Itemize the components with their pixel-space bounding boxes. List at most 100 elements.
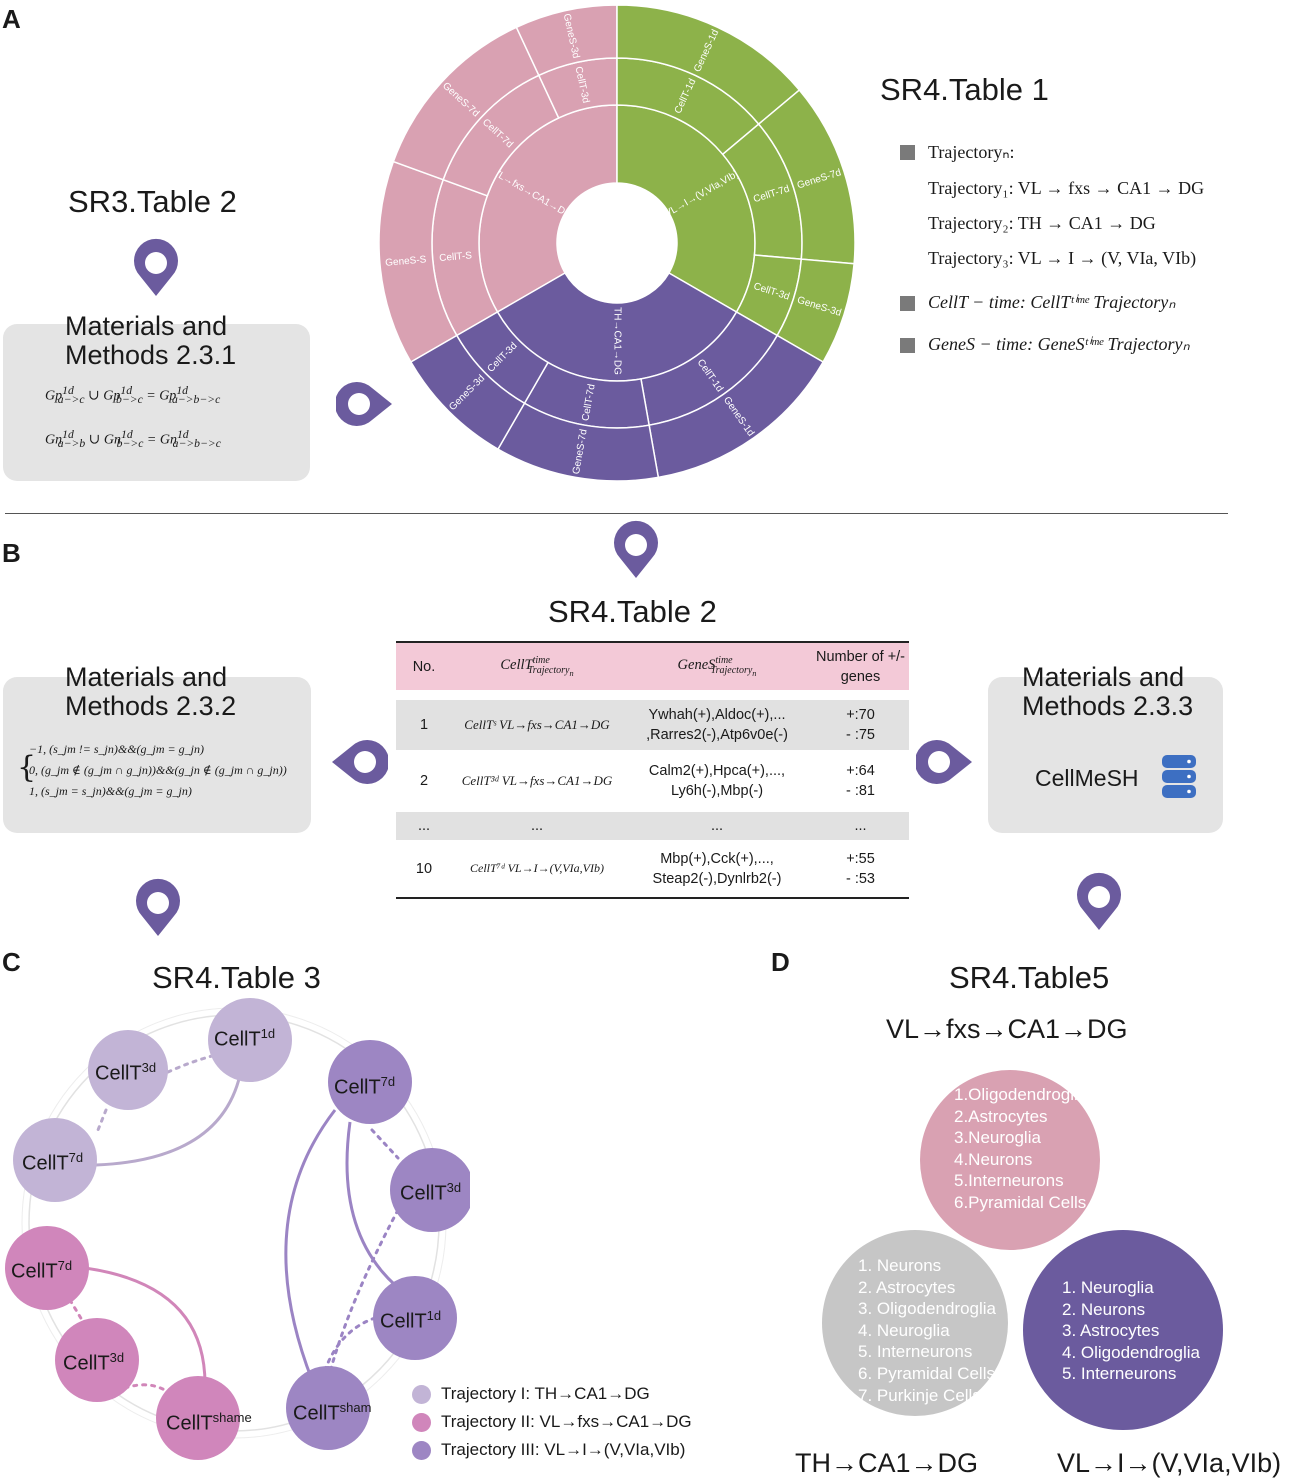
sr4-table3-title: SR4.Table 3 [152, 960, 321, 995]
piecewise-brace: { [17, 750, 37, 785]
row-count-line: - :75 [845, 727, 875, 743]
equation-gp: Gp1da−>c ∪ Gp1db−>c = Gp1da−>b−>c [45, 384, 221, 407]
node-label: CellT3d [63, 1350, 124, 1376]
venn-bottom-left-label: TH→CA1→DG [795, 1448, 979, 1478]
row-count-line: - :81 [845, 783, 875, 799]
sr4-table2: No. CellTtimeTrajectoryn GeneStimeTrajec… [396, 641, 909, 899]
node-label: CellT1d [214, 1026, 275, 1052]
legend-swatch [412, 1412, 431, 1432]
list-item: 7. Purkinje Cells [858, 1385, 981, 1405]
node-label: CellT7d [11, 1258, 72, 1284]
row-count: ... [854, 818, 867, 834]
header-number: Number of +/- genes [815, 648, 906, 685]
location-pin-icon [1077, 872, 1121, 930]
row-genes: Ywhah(+),Aldoc(+),... ,Rarres2(-),Atp6v0e… [622, 700, 812, 750]
legend-label: Trajectory III: VL→I→(V,VIa,VIb) [441, 1440, 686, 1459]
node-name: CellT [293, 1402, 340, 1425]
piecewise-case: 1, (s_jm = s_jn)&&(g_jm = g_jn) [29, 784, 192, 798]
piecewise-case: −1, (s_jm != s_jn)&&(g_jm = g_jn) [29, 742, 204, 756]
legend-swatch [412, 1440, 431, 1460]
node-label: CellT1d [380, 1308, 441, 1334]
equation-gn: Gn1da−>b ∪ Gn1db−>c = Gn1da−>b−>c [45, 428, 221, 451]
piecewise-equation: −1, (s_jm != s_jn)&&(g_jm = g_jn) 0, (g_… [29, 739, 287, 802]
network-graph [5, 998, 470, 1460]
row-genes: Mbp(+),Cck(+),...,Steap2(-),Dynlrb2(-) [622, 840, 812, 898]
purple-inner-label: TH→CA1→DG [611, 307, 622, 375]
sr4-table5-title: SR4.Table5 [949, 960, 1110, 995]
mm-title-232: Materials and Methods 2.3.2 [65, 662, 237, 721]
materials-methods-box-231: Materials and Methods 2.3.1 Gp1da−>c ∪ G… [3, 312, 310, 481]
node-name: CellT [11, 1260, 58, 1283]
pink-cell-list: 1.Oligodendroglia 2.Astrocytes 3.Neurogl… [954, 1084, 1087, 1214]
panel-label-d: D [771, 947, 790, 977]
header-cellt: CellTtimeTrajectoryn [500, 655, 574, 678]
pink-cellt-label: CellT-S [439, 250, 473, 264]
list-item: 6.Pyramidal Cells [954, 1192, 1087, 1212]
table-row: 1 CellTˢ VL→fxs→CA1→DG Ywhah(+),Aldoc(+)… [396, 700, 909, 750]
purple-genes-segment [409, 334, 526, 451]
sr3-table2-title: SR3.Table 2 [68, 184, 237, 219]
list-item: 1.Oligodendroglia [954, 1085, 1088, 1104]
row-genes-line: Mbp(+),Cck(+),..., [660, 850, 774, 867]
cellmesh-label: CellMeSH [1035, 765, 1139, 791]
gray-cell-list: 1. Neurons 2. Astrocytes 3. Oligodendrog… [858, 1255, 996, 1406]
table-row: ... ... ... ... [396, 812, 909, 840]
legend-swatch [412, 1384, 431, 1404]
panel-label-c: C [2, 947, 21, 977]
node-label: CellTshame [166, 1410, 252, 1436]
mm-title-233: Materials and Methods 2.3.3 [1022, 662, 1194, 721]
row-count: +:70- :75 [812, 700, 909, 750]
node-sup: 3d [141, 1060, 157, 1075]
node-label: CellT7d [22, 1150, 83, 1176]
trajectory-2: Trajectory₂: TH → CA1 → DG [928, 213, 1156, 233]
row-cell: CellTˢ VL→fxs→CA1→DG [464, 717, 610, 732]
piecewise-case: 0, (g_jm ∉ (g_jm ∩ g_jn))&&(g_jn ∉ (g_jm… [29, 763, 287, 777]
legend-trajectory-3: Trajectory III: VL→I→(V,VIa,VIb) [412, 1440, 685, 1460]
materials-methods-box-233: Materials and Methods 2.3.3 CellMeSH [988, 663, 1223, 833]
legend-trajectory-1: Trajectory I: TH→CA1→DG [412, 1384, 650, 1404]
bullet-cellt-time [900, 296, 915, 316]
row-genes: Calm2(+),Hpca(+),...,Ly6h(-),Mbp(-) [622, 750, 812, 812]
list-item: 2. Neurons [1062, 1299, 1146, 1319]
list-item: 3. Astrocytes [1062, 1321, 1160, 1341]
location-pin-icon [336, 382, 392, 426]
header-genes: GeneStimeTrajectoryn [677, 655, 757, 678]
genes-time: GeneS − time: GeneSᵗⁱᵐᵉ Trajectoryₙ [928, 334, 1190, 354]
node-name: CellT [63, 1352, 110, 1375]
row-no: 1 [419, 717, 429, 733]
trajectory-1: Trajectory₁: VL → fxs → CA1 → DG [928, 178, 1205, 198]
node-sup: 3d [446, 1180, 462, 1195]
node-label: CellT3d [400, 1180, 461, 1206]
row-cell: CellT³ᵈ VL→fxs→CA1→DG [461, 773, 613, 788]
row-cell: CellT⁷ᵈ VL→I→(V,VIa,VIb) [470, 861, 604, 875]
database-icon [1162, 755, 1196, 798]
node-sup: 3d [109, 1350, 125, 1365]
row-count-line: +:55 [846, 850, 875, 867]
purple-cell-list: 1. Neuroglia 2. Neurons 3. Astrocytes 4.… [1062, 1277, 1200, 1385]
row-genes-line: ,Rarres2(-),Atp6v0e(-) [646, 727, 788, 743]
panel-label-a: A [2, 4, 21, 34]
cellt-time: CellT − time: CellTᵗⁱᵐᵉ Trajectoryₙ [928, 292, 1176, 312]
section-divider [5, 513, 1228, 514]
location-pin-icon [614, 520, 658, 578]
sr4-table1-title: SR4.Table 1 [880, 72, 1049, 107]
legend-label: Trajectory I: TH→CA1→DG [441, 1384, 650, 1403]
node-sup: 1d [260, 1026, 276, 1041]
node-name: CellT [214, 1028, 261, 1051]
bullet-genes-time [900, 338, 915, 358]
legend-label: Trajectory II: VL→fxs→CA1→DG [441, 1412, 692, 1431]
table-row: 2 CellT³ᵈ VL→fxs→CA1→DG Calm2(+),Hpca(+)… [396, 750, 909, 812]
location-pin-icon [134, 238, 178, 296]
row-genes: ... [710, 818, 724, 834]
list-item: 1. Neuroglia [1062, 1278, 1154, 1297]
node-name: CellT [334, 1076, 381, 1099]
list-item: 2.Astrocytes [954, 1106, 1048, 1126]
row-cell: ... [530, 818, 544, 834]
location-pin-icon [136, 878, 180, 936]
row-genes-line: Ywhah(+),Aldoc(+),... [648, 707, 786, 723]
list-item: 5. Interneurons [1062, 1364, 1177, 1384]
trajectory-n: Trajectoryₙ: [928, 142, 1015, 162]
row-no: ... [417, 818, 431, 834]
row-no: 10 [415, 860, 433, 877]
node-sup: 7d [68, 1150, 84, 1165]
